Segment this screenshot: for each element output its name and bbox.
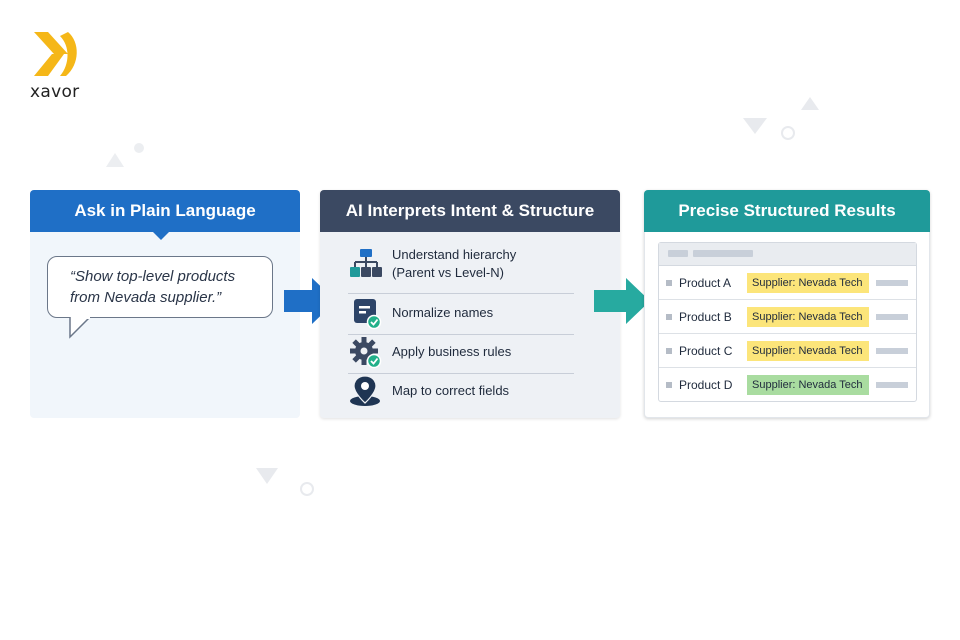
supplier-tag: Supplier: Nevada Tech <box>747 272 869 293</box>
step-normalize: Normalize names <box>348 295 574 331</box>
product-name: Product B <box>679 309 732 324</box>
step-map: Map to correct fields <box>348 373 574 409</box>
step-hierarchy-title: Understand hierarchy <box>392 247 517 262</box>
hierarchy-icon <box>350 249 382 277</box>
decorative-dot <box>134 143 144 153</box>
product-name: Product C <box>679 343 733 358</box>
step-rules-title: Apply business rules <box>392 344 512 359</box>
interpret-panel: AI Interprets Intent & Structure Underst… <box>320 190 620 418</box>
gear-check-icon <box>350 337 382 369</box>
table-row: Product D Supplier: Nevada Tech <box>659 368 916 401</box>
decorative-triangle <box>256 468 278 484</box>
table-row: Product B Supplier: Nevada Tech <box>659 300 916 334</box>
decorative-ring <box>300 482 314 496</box>
decorative-ring <box>781 126 795 140</box>
document-check-icon <box>354 299 382 330</box>
xavor-logo-icon <box>34 32 77 76</box>
row-bullet <box>666 313 672 320</box>
ask-panel-title: Ask in Plain Language <box>74 201 256 220</box>
product-name: Product A <box>679 275 732 290</box>
arrow-right-icon <box>594 278 650 324</box>
product-name: Product D <box>679 377 733 392</box>
ask-panel-header: Ask in Plain Language <box>30 190 300 240</box>
step-rules: Apply business rules <box>348 334 574 370</box>
query-bubble: “Show top-level products from Nevada sup… <box>47 256 273 318</box>
row-bullet <box>666 279 672 286</box>
value-placeholder <box>876 381 908 388</box>
speech-tail-icon <box>69 317 91 339</box>
divider <box>348 373 574 374</box>
results-panel: Precise Structured Results Product A Sup… <box>644 190 930 418</box>
supplier-tag: Supplier: Nevada Tech <box>747 340 869 361</box>
step-map-title: Map to correct fields <box>392 383 510 398</box>
header-placeholder <box>693 250 753 257</box>
results-panel-title: Precise Structured Results <box>678 201 896 220</box>
supplier-tag: Supplier: Nevada Tech <box>747 374 869 395</box>
decorative-triangle <box>106 153 124 167</box>
interpret-panel-title: AI Interprets Intent & Structure <box>345 201 595 220</box>
value-placeholder <box>876 279 908 286</box>
header-placeholder <box>668 250 688 257</box>
row-bullet <box>666 381 672 388</box>
decorative-triangle <box>743 118 767 134</box>
query-line-2: from Nevada supplier.” <box>70 289 222 306</box>
value-placeholder <box>876 313 908 320</box>
header-notch <box>153 232 169 240</box>
row-bullet <box>666 347 672 354</box>
supplier-tag: Supplier: Nevada Tech <box>747 306 869 327</box>
query-line-1: “Show top-level products <box>70 268 236 285</box>
ask-panel: Ask in Plain Language “Show top-level pr… <box>30 190 300 418</box>
step-normalize-title: Normalize names <box>392 305 494 320</box>
decorative-triangle <box>801 97 819 110</box>
table-row: Product A Supplier: Nevada Tech <box>659 266 916 300</box>
step-hierarchy-subtitle: (Parent vs Level-N) <box>392 265 504 280</box>
table-row: Product C Supplier: Nevada Tech <box>659 334 916 368</box>
interpret-panel-header: AI Interprets Intent & Structure <box>320 190 620 232</box>
divider <box>348 293 574 294</box>
results-panel-header: Precise Structured Results <box>644 190 930 232</box>
brand-name: xavor <box>30 82 80 102</box>
map-pin-icon <box>350 375 380 406</box>
step-hierarchy: Understand hierarchy (Parent vs Level-N) <box>348 246 574 282</box>
divider <box>348 334 574 335</box>
value-placeholder <box>876 347 908 354</box>
results-table: Product A Supplier: Nevada Tech Product … <box>658 242 917 402</box>
table-header <box>659 243 916 266</box>
